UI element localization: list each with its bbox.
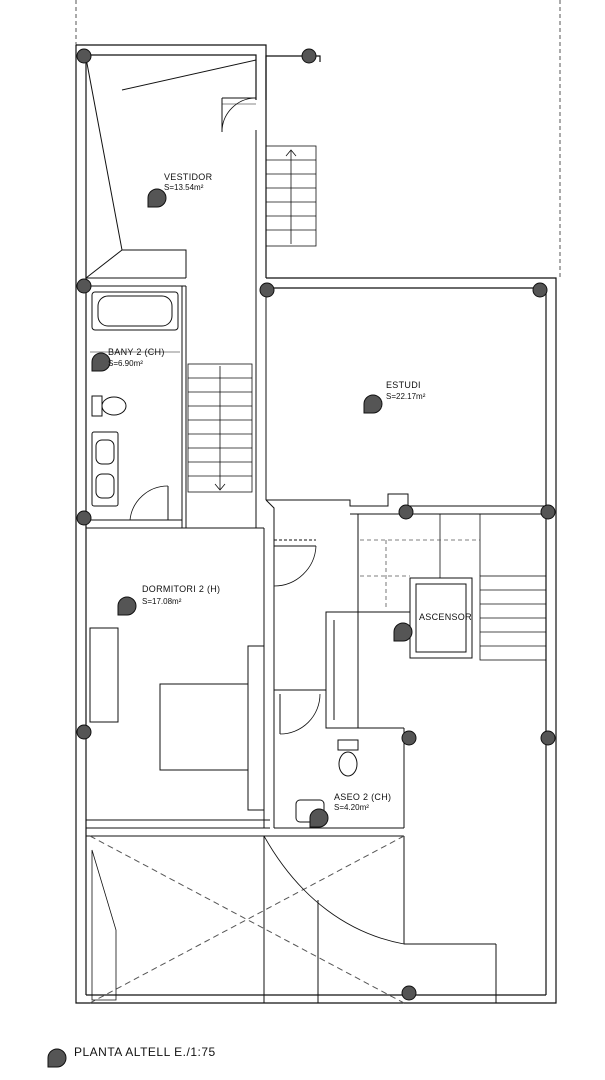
room-name-ascensor: ASCENSOR: [419, 612, 472, 622]
ascensor-shaft: [325, 577, 473, 729]
room-area-vestidor: S=13.54m²: [164, 183, 204, 192]
terrace: [86, 835, 497, 1004]
plan-caption: PLANTA ALTELL E./1:75: [74, 1045, 216, 1059]
room-area-bany-2: S=6.90m²: [108, 359, 143, 368]
room-area-dormitori-2: S=17.08m²: [142, 597, 182, 606]
columns: [76, 48, 556, 1001]
dormitori-2-door: [273, 539, 317, 587]
bany-2-walls: [86, 286, 187, 529]
room-name-bany-2: BANY 2 (CH): [108, 347, 165, 357]
dormitori-2-walls: [86, 527, 270, 829]
stair-right: [360, 514, 547, 661]
estudi-walls: [266, 493, 546, 612]
stair-main: [187, 363, 253, 493]
room-area-estudi: S=22.17m²: [386, 392, 426, 401]
room-name-aseo-2: ASEO 2 (CH): [334, 792, 391, 802]
room-name-vestidor: VESTIDOR: [164, 172, 213, 182]
room-name-dormitori-2: DORMITORI 2 (H): [142, 584, 220, 594]
bany-2-door: [129, 485, 169, 521]
corridor-walls: [255, 278, 275, 828]
stair-upper: [265, 145, 317, 247]
vestidor-door: [221, 97, 257, 133]
room-tags: [47, 188, 413, 1068]
room-area-aseo-2: S=4.20m²: [334, 803, 369, 812]
room-name-estudi: ESTUDI: [386, 380, 421, 390]
vestidor-walls: [85, 57, 257, 287]
room-labels: VESTIDOR S=13.54m² BANY 2 (CH) S=6.90m² …: [108, 172, 472, 812]
